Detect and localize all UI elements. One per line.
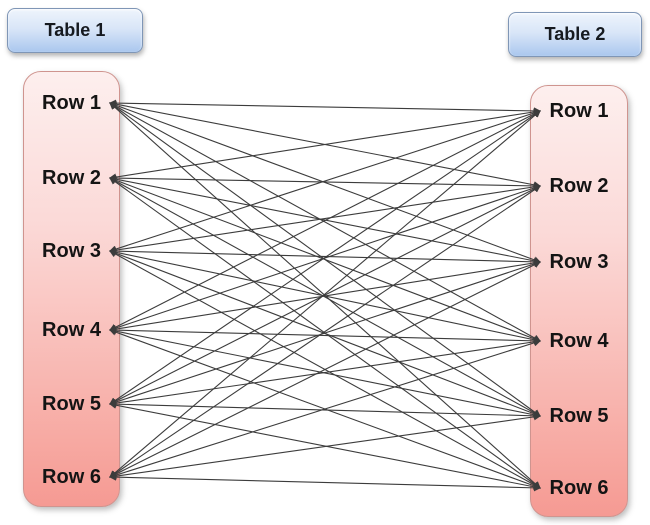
- table1-row-label-1: Row 1: [42, 92, 101, 114]
- connection-line: [109, 102, 541, 417]
- connection-line: [109, 110, 541, 478]
- table2-column: [530, 85, 628, 517]
- table1-row-label-2: Row 2: [42, 167, 101, 189]
- table2-row-label-3: Row 3: [549, 251, 609, 273]
- connection-line: [108, 176, 542, 343]
- connection-line: [108, 99, 542, 115]
- connection-line: [109, 102, 541, 342]
- connection-line: [108, 108, 542, 181]
- connection-line: [108, 248, 542, 344]
- connection-line: [108, 328, 542, 490]
- table1-row-label-6: Row 6: [42, 466, 101, 488]
- connection-line: [108, 249, 542, 418]
- connection-line: [109, 102, 541, 489]
- connection-line: [108, 247, 542, 266]
- connection-line: [108, 184, 542, 332]
- connection-line: [109, 110, 541, 331]
- connection-line: [109, 177, 541, 489]
- table2-row-label-5: Row 5: [549, 405, 609, 427]
- connection-line: [108, 473, 542, 492]
- connection-line: [108, 101, 542, 264]
- connection-line: [108, 413, 542, 480]
- connection-line: [109, 250, 541, 489]
- connection-line: [108, 327, 542, 419]
- connection-line: [109, 177, 541, 417]
- connection-line: [108, 400, 542, 420]
- table1-row-label-5: Row 5: [42, 393, 101, 415]
- table1-title: Table 1: [44, 20, 106, 40]
- connection-line: [108, 109, 542, 253]
- connection-line: [109, 185, 541, 478]
- connection-line: [108, 338, 542, 407]
- connection-line: [109, 110, 541, 405]
- table2-title: Table 2: [544, 24, 606, 44]
- table2-row-label-6: Row 6: [549, 477, 609, 499]
- connection-line: [108, 175, 542, 265]
- table1-row-label-3: Row 3: [42, 240, 101, 262]
- table2-row-label-1: Row 1: [549, 100, 609, 122]
- connection-line: [109, 261, 541, 478]
- connection-line: [108, 100, 542, 189]
- connection-line: [108, 326, 542, 345]
- connection-line: [109, 185, 541, 405]
- connection-line: [108, 260, 542, 406]
- table2-header: Table 2: [508, 12, 642, 57]
- connection-line: [108, 339, 542, 479]
- connection-line: [108, 174, 542, 190]
- connection-line: [108, 401, 542, 491]
- table2-row-label-4: Row 4: [549, 330, 609, 352]
- table1-column: [23, 71, 120, 507]
- table2-row-label-2: Row 2: [549, 175, 609, 197]
- connection-line: [108, 259, 542, 333]
- table1-header: Table 1: [7, 8, 143, 53]
- table1-row-label-4: Row 4: [42, 319, 101, 341]
- connection-line: [108, 183, 542, 254]
